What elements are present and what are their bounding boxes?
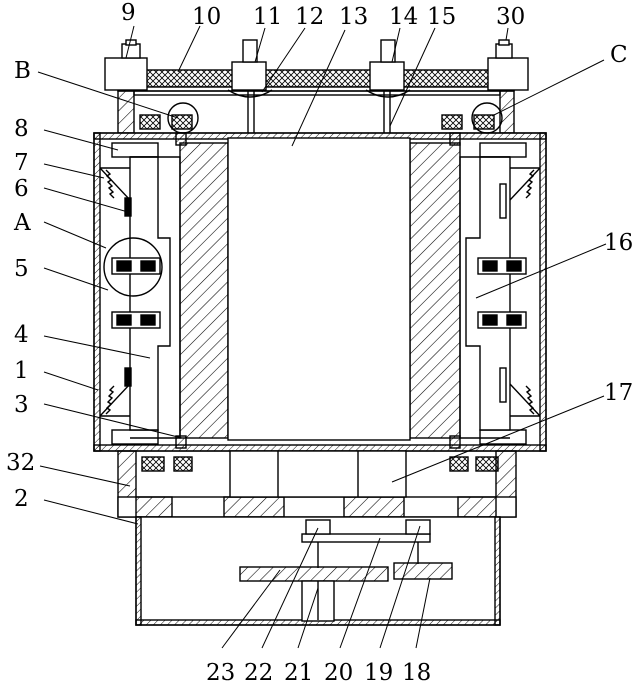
label-4: 4: [14, 324, 29, 347]
bottom-left-rollers: [142, 457, 192, 471]
label-7: 7: [14, 152, 29, 175]
label-32: 32: [6, 452, 35, 475]
label-A: A: [14, 212, 31, 235]
left-lock-block: [105, 40, 147, 90]
right-lock-block: [488, 40, 528, 90]
top-cover-plate: [118, 70, 514, 91]
label-9: 9: [121, 2, 136, 25]
label-10: 10: [192, 6, 221, 29]
top-left-rollers: [140, 115, 192, 129]
top-right-rollers: [442, 115, 494, 129]
bottom-right-rollers: [450, 457, 498, 471]
label-13: 13: [339, 6, 368, 29]
label-16: 16: [604, 232, 633, 255]
left-guide-post: [228, 40, 272, 138]
label-22: 22: [244, 662, 273, 685]
label-6: 6: [14, 178, 29, 201]
label-14: 14: [389, 6, 418, 29]
central-block: [228, 138, 410, 440]
label-5: 5: [14, 258, 29, 281]
label-11: 11: [253, 6, 282, 29]
label-30: 30: [496, 6, 525, 29]
rotating-base: [230, 451, 406, 497]
label-19: 19: [364, 662, 393, 685]
label-15: 15: [427, 6, 456, 29]
label-1: 1: [14, 360, 29, 383]
label-17: 17: [604, 382, 633, 405]
label-12: 12: [295, 6, 324, 29]
label-18: 18: [402, 662, 431, 685]
label-20: 20: [324, 662, 353, 685]
label-21: 21: [284, 662, 313, 685]
motor-shaft: [302, 581, 334, 621]
drive-belt: [302, 534, 430, 542]
label-3: 3: [14, 394, 29, 417]
small-gear: [394, 563, 452, 579]
label-B: B: [14, 60, 31, 83]
label-2: 2: [14, 488, 29, 511]
label-23: 23: [206, 662, 235, 685]
large-gear: [240, 567, 388, 581]
right-guide-post: [366, 40, 410, 138]
label-C: C: [610, 44, 628, 67]
label-8: 8: [14, 118, 29, 141]
